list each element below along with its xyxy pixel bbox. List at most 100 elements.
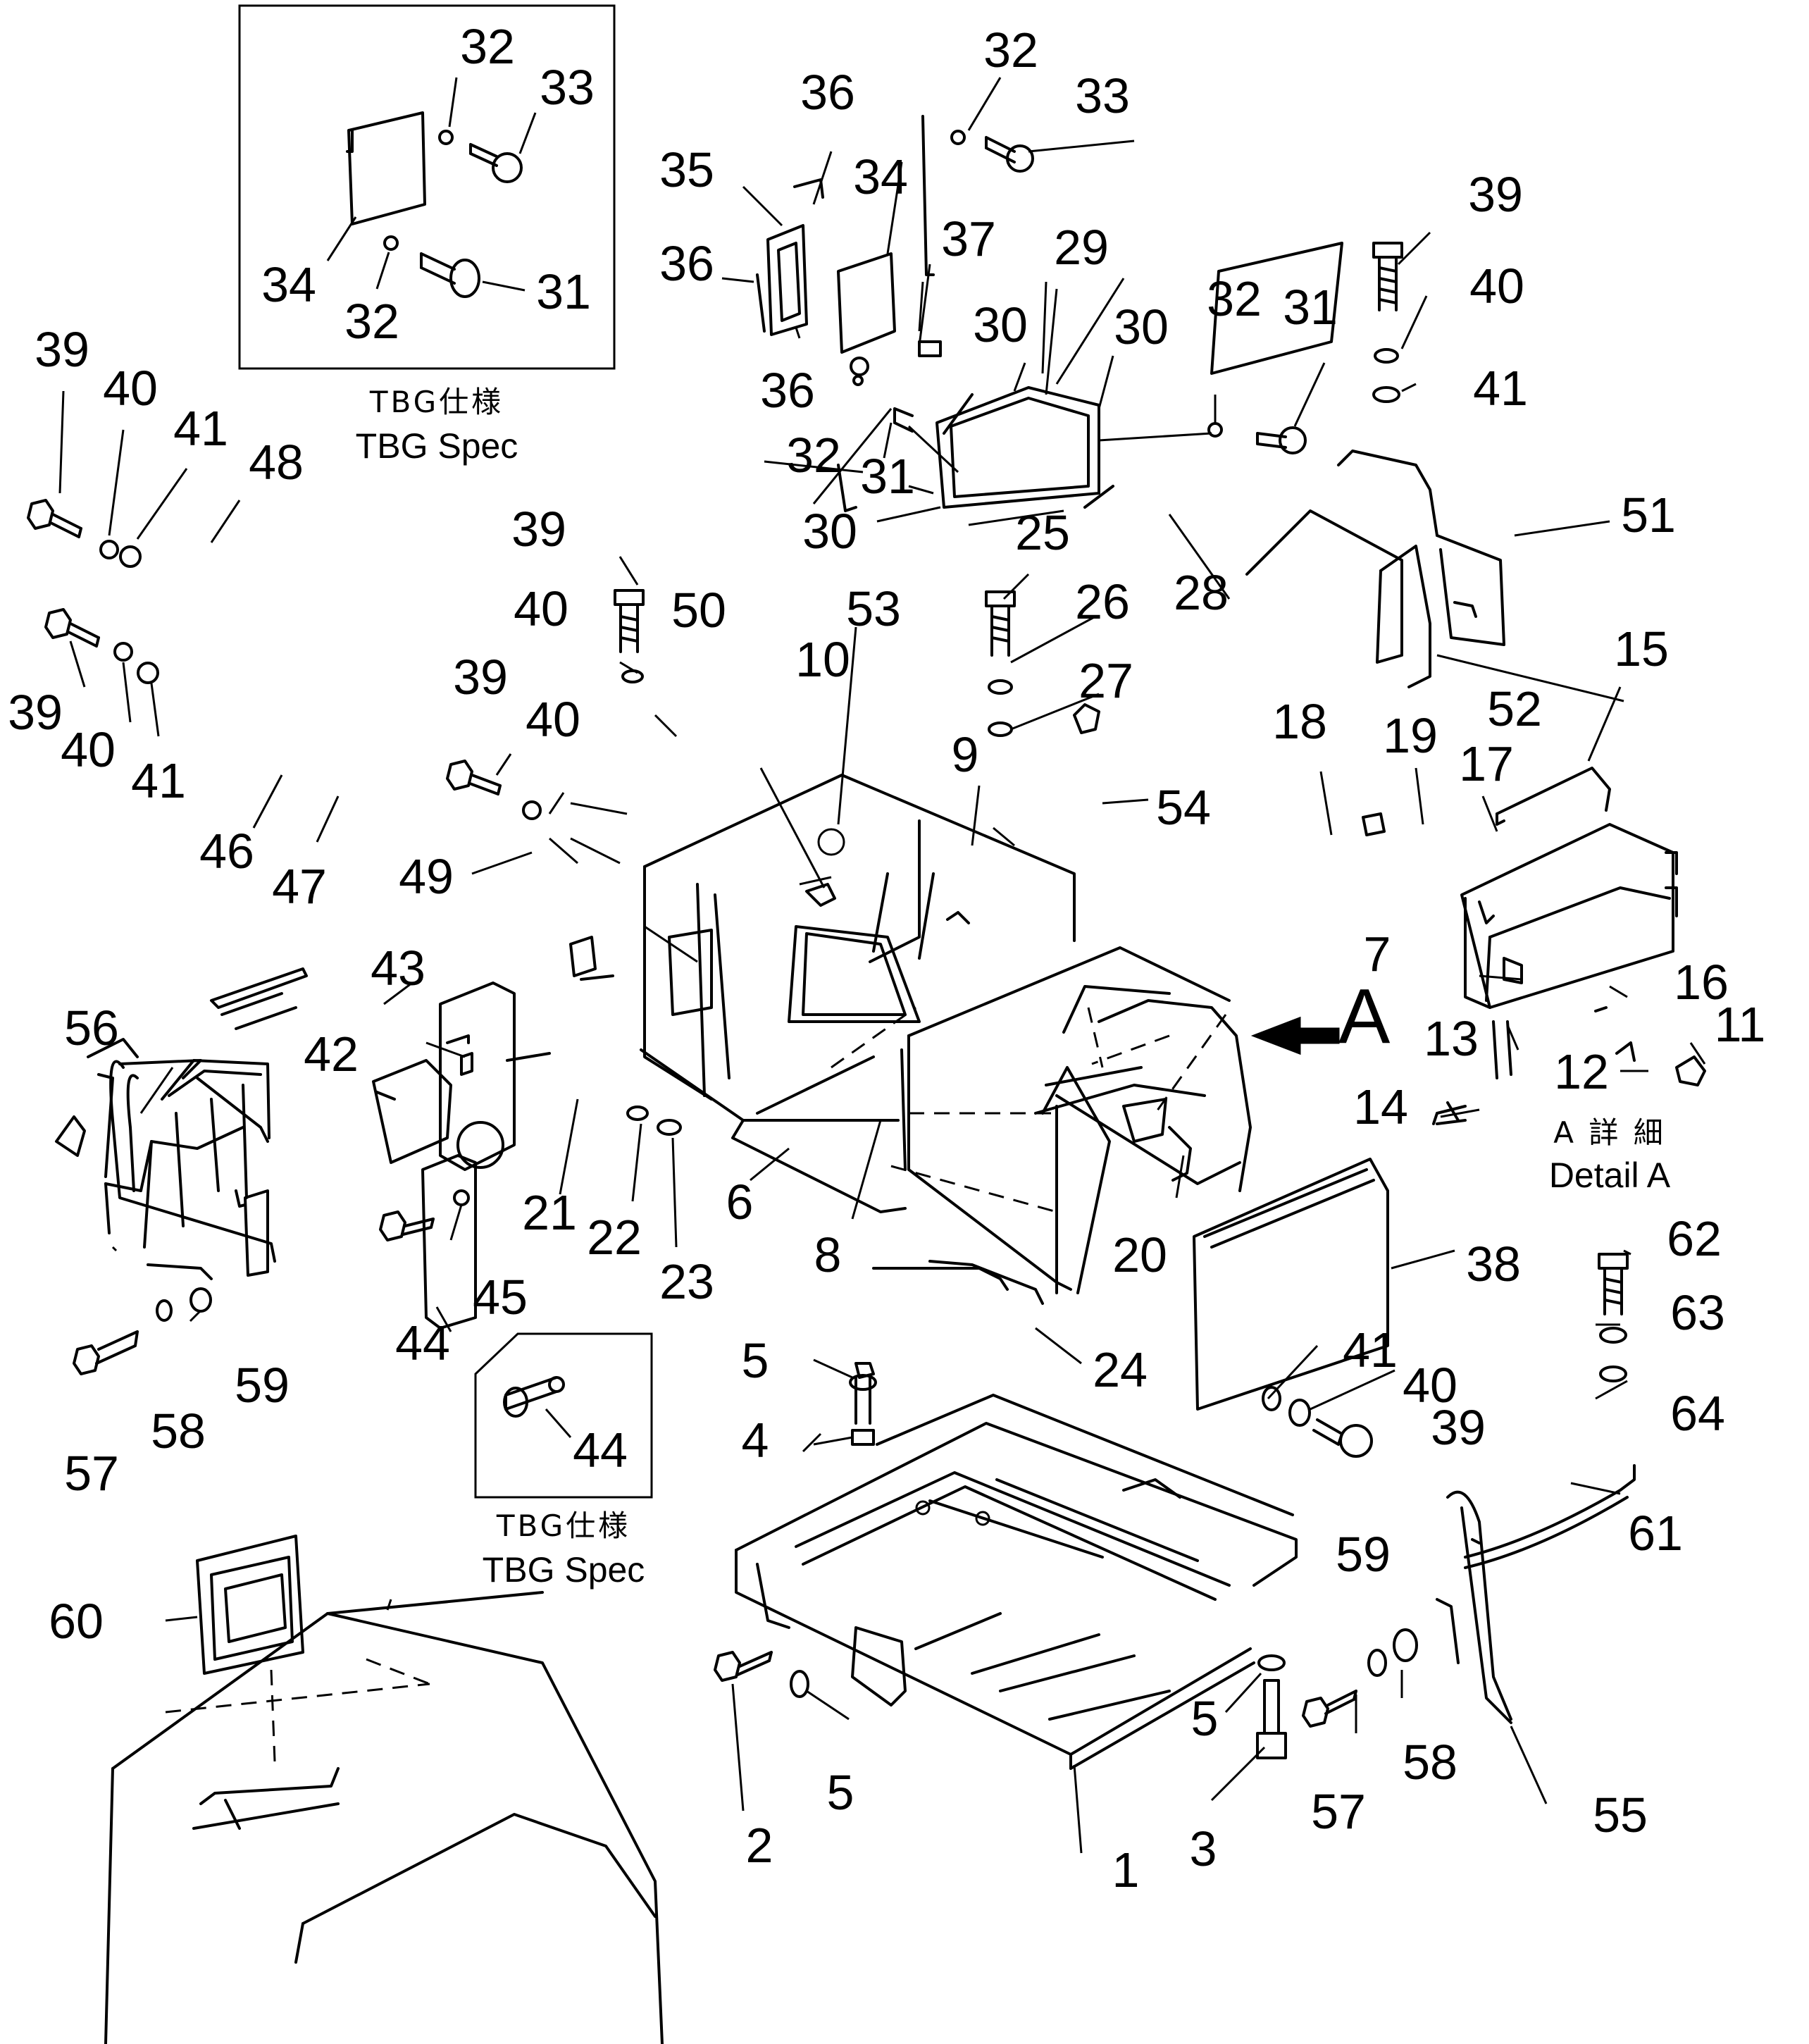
callout-10: 10: [795, 632, 850, 687]
callout-45: 45: [473, 1270, 528, 1325]
callout-33a: 33: [540, 60, 595, 115]
callout-51: 51: [1621, 488, 1676, 543]
callout-58a: 58: [151, 1404, 206, 1458]
spec-top-jp: TBG仕様: [369, 385, 504, 419]
callout-41a: 41: [173, 401, 228, 456]
callout-40d: 40: [526, 692, 580, 747]
callout-32b: 32: [344, 294, 399, 349]
callout-44b: 44: [573, 1423, 628, 1478]
callout-36c: 36: [760, 363, 815, 418]
callout-25: 25: [1015, 505, 1070, 560]
tbg-spec-inset-bottom: [474, 1332, 653, 1499]
callout-59b: 59: [1336, 1527, 1391, 1582]
callout-37: 37: [941, 211, 996, 266]
callout-57a: 57: [64, 1446, 119, 1501]
callout-30c: 30: [802, 504, 857, 559]
callout-35: 35: [659, 142, 714, 197]
callout-13: 13: [1424, 1011, 1479, 1066]
callout-49: 49: [399, 849, 454, 904]
callout-23: 23: [659, 1254, 714, 1309]
callout-46: 46: [199, 824, 254, 879]
cover-panels: [756, 115, 1505, 1411]
callout-9: 9: [952, 727, 979, 782]
callout-1: 1: [1112, 1842, 1140, 1897]
tbg-spec-inset-top: [238, 4, 616, 370]
callout-34b: 34: [853, 149, 908, 204]
spec-bottom-en: TBG Spec: [483, 1550, 645, 1590]
callout-39a: 39: [35, 322, 89, 377]
callout-52: 52: [1487, 681, 1542, 736]
callout-40a: 40: [103, 361, 158, 416]
left-components: [55, 967, 551, 1330]
callout-39f: 39: [1431, 1400, 1486, 1455]
callout-41c: 41: [1473, 361, 1528, 416]
callout-50: 50: [671, 583, 726, 638]
callout-26: 26: [1075, 574, 1130, 629]
spec-bottom-jp: TBG仕様: [496, 1509, 630, 1543]
callout-32a: 32: [460, 19, 515, 74]
callout-28: 28: [1174, 565, 1229, 620]
callout-44a: 44: [395, 1315, 450, 1370]
callout-53: 53: [846, 581, 901, 636]
callout-8: 8: [814, 1227, 842, 1282]
callout-40b: 40: [61, 722, 116, 777]
fasteners: [27, 130, 1629, 1759]
callout-15: 15: [1614, 621, 1669, 676]
callout-47: 47: [272, 859, 327, 914]
base-frame: [735, 1394, 1298, 1770]
callout-20: 20: [1112, 1227, 1167, 1282]
callout-40f: 40: [1403, 1358, 1457, 1413]
callout-39b: 39: [8, 685, 63, 740]
shelter-outline: [104, 1535, 664, 2044]
callout-31a: 31: [536, 264, 591, 319]
view-arrow: [1250, 1016, 1340, 1055]
leader-lines: [58, 77, 1706, 1854]
callout-58b: 58: [1403, 1735, 1457, 1790]
callout-34a: 34: [261, 257, 316, 312]
callout-3: 3: [1190, 1821, 1217, 1876]
callout-41b: 41: [131, 753, 186, 808]
callout-62: 62: [1667, 1211, 1722, 1266]
callout-43: 43: [371, 941, 425, 996]
callout-19: 19: [1383, 708, 1438, 763]
callout-48: 48: [249, 435, 304, 490]
callout-7: 7: [1364, 927, 1391, 981]
callout-16: 16: [1674, 955, 1729, 1010]
callout-labels: 1 2 3 4 5 5 5 6 7 8 9 10 11 12 13 14 15 …: [8, 19, 1765, 1897]
callout-4: 4: [742, 1413, 769, 1468]
callout-17: 17: [1459, 736, 1514, 791]
callout-57b: 57: [1311, 1784, 1366, 1839]
callout-42: 42: [304, 1027, 359, 1082]
callout-2: 2: [746, 1818, 773, 1873]
callout-39d: 39: [453, 650, 508, 705]
callout-59a: 59: [235, 1358, 290, 1413]
callout-14: 14: [1353, 1079, 1408, 1134]
detail-a-assembly: [1362, 767, 1706, 1125]
callout-18: 18: [1272, 694, 1327, 749]
spec-top-en: TBG Spec: [356, 426, 518, 466]
callout-54: 54: [1156, 780, 1211, 835]
callout-39e: 39: [1468, 167, 1523, 222]
callout-5c: 5: [1191, 1691, 1219, 1746]
callout-56: 56: [64, 1001, 119, 1055]
callout-41d: 41: [1343, 1323, 1398, 1377]
callout-5b: 5: [827, 1765, 854, 1820]
rails: [109, 1060, 1636, 1724]
callout-32c: 32: [983, 23, 1038, 78]
callout-11: 11: [1715, 997, 1766, 1052]
callout-31c: 31: [1283, 280, 1338, 335]
callout-55: 55: [1593, 1788, 1648, 1842]
callout-61: 61: [1628, 1506, 1683, 1561]
detail-a-en: Detail A: [1549, 1156, 1671, 1195]
callout-36b: 36: [659, 236, 714, 291]
callout-22: 22: [587, 1210, 642, 1265]
callout-27: 27: [1078, 653, 1133, 708]
detail-a-jp: A 詳 細: [1553, 1115, 1665, 1150]
callout-60: 60: [49, 1594, 104, 1649]
callout-33b: 33: [1075, 68, 1130, 123]
callout-32d: 32: [786, 428, 841, 483]
callout-30a: 30: [973, 297, 1028, 352]
callout-5a: 5: [742, 1333, 769, 1388]
callout-31b: 31: [860, 449, 915, 504]
